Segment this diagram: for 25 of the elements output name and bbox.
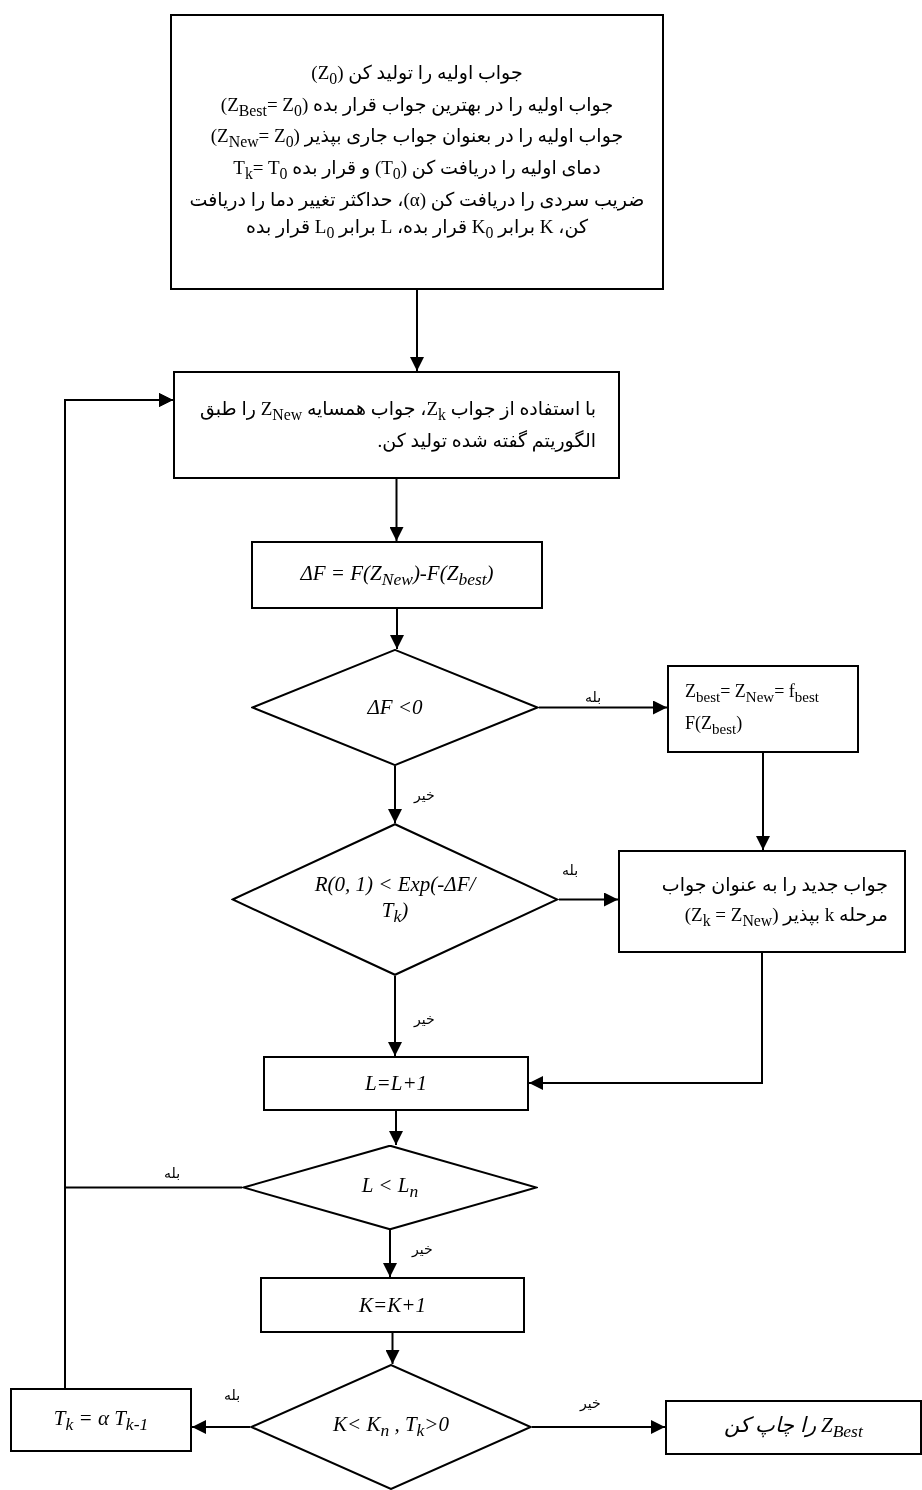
arrow — [531, 1420, 666, 1434]
arrow — [558, 892, 619, 907]
process-box: L=L+1 — [263, 1056, 529, 1111]
arrow — [389, 1110, 403, 1146]
decision-diamond: ΔF <0 — [251, 649, 539, 766]
process-box: K=K+1 — [260, 1277, 525, 1333]
arrow — [385, 1332, 400, 1365]
process-box: ΔF = F(Z$_{New}$)-F(Z$_{best}$) — [251, 541, 543, 609]
arrow — [389, 478, 404, 542]
process-box — [170, 14, 664, 290]
arrow — [390, 608, 404, 650]
process-box: T$_{k}$ = α T$_{k-1}$ — [10, 1388, 192, 1452]
arrow — [410, 289, 424, 372]
decision-diamond: R(0, 1) < Exp(-ΔF/ T$_{k}$) — [231, 823, 559, 976]
process-box: Z$_{best}$= Z$_{New}$= f$_{best}$ F(Z$_{best}$) — [667, 665, 859, 753]
arrow — [388, 975, 402, 1057]
arrow — [756, 752, 770, 851]
arrow — [64, 393, 174, 1389]
arrow — [538, 700, 668, 715]
decision-diamond: L < L$_{n}$ — [242, 1145, 538, 1230]
arrow — [383, 1229, 397, 1278]
arrow — [388, 765, 402, 824]
arrow — [528, 952, 763, 1090]
decision-diamond: K< K$_{n}$ , T$_{k}$>0 — [250, 1364, 532, 1490]
arrow — [191, 1420, 251, 1434]
